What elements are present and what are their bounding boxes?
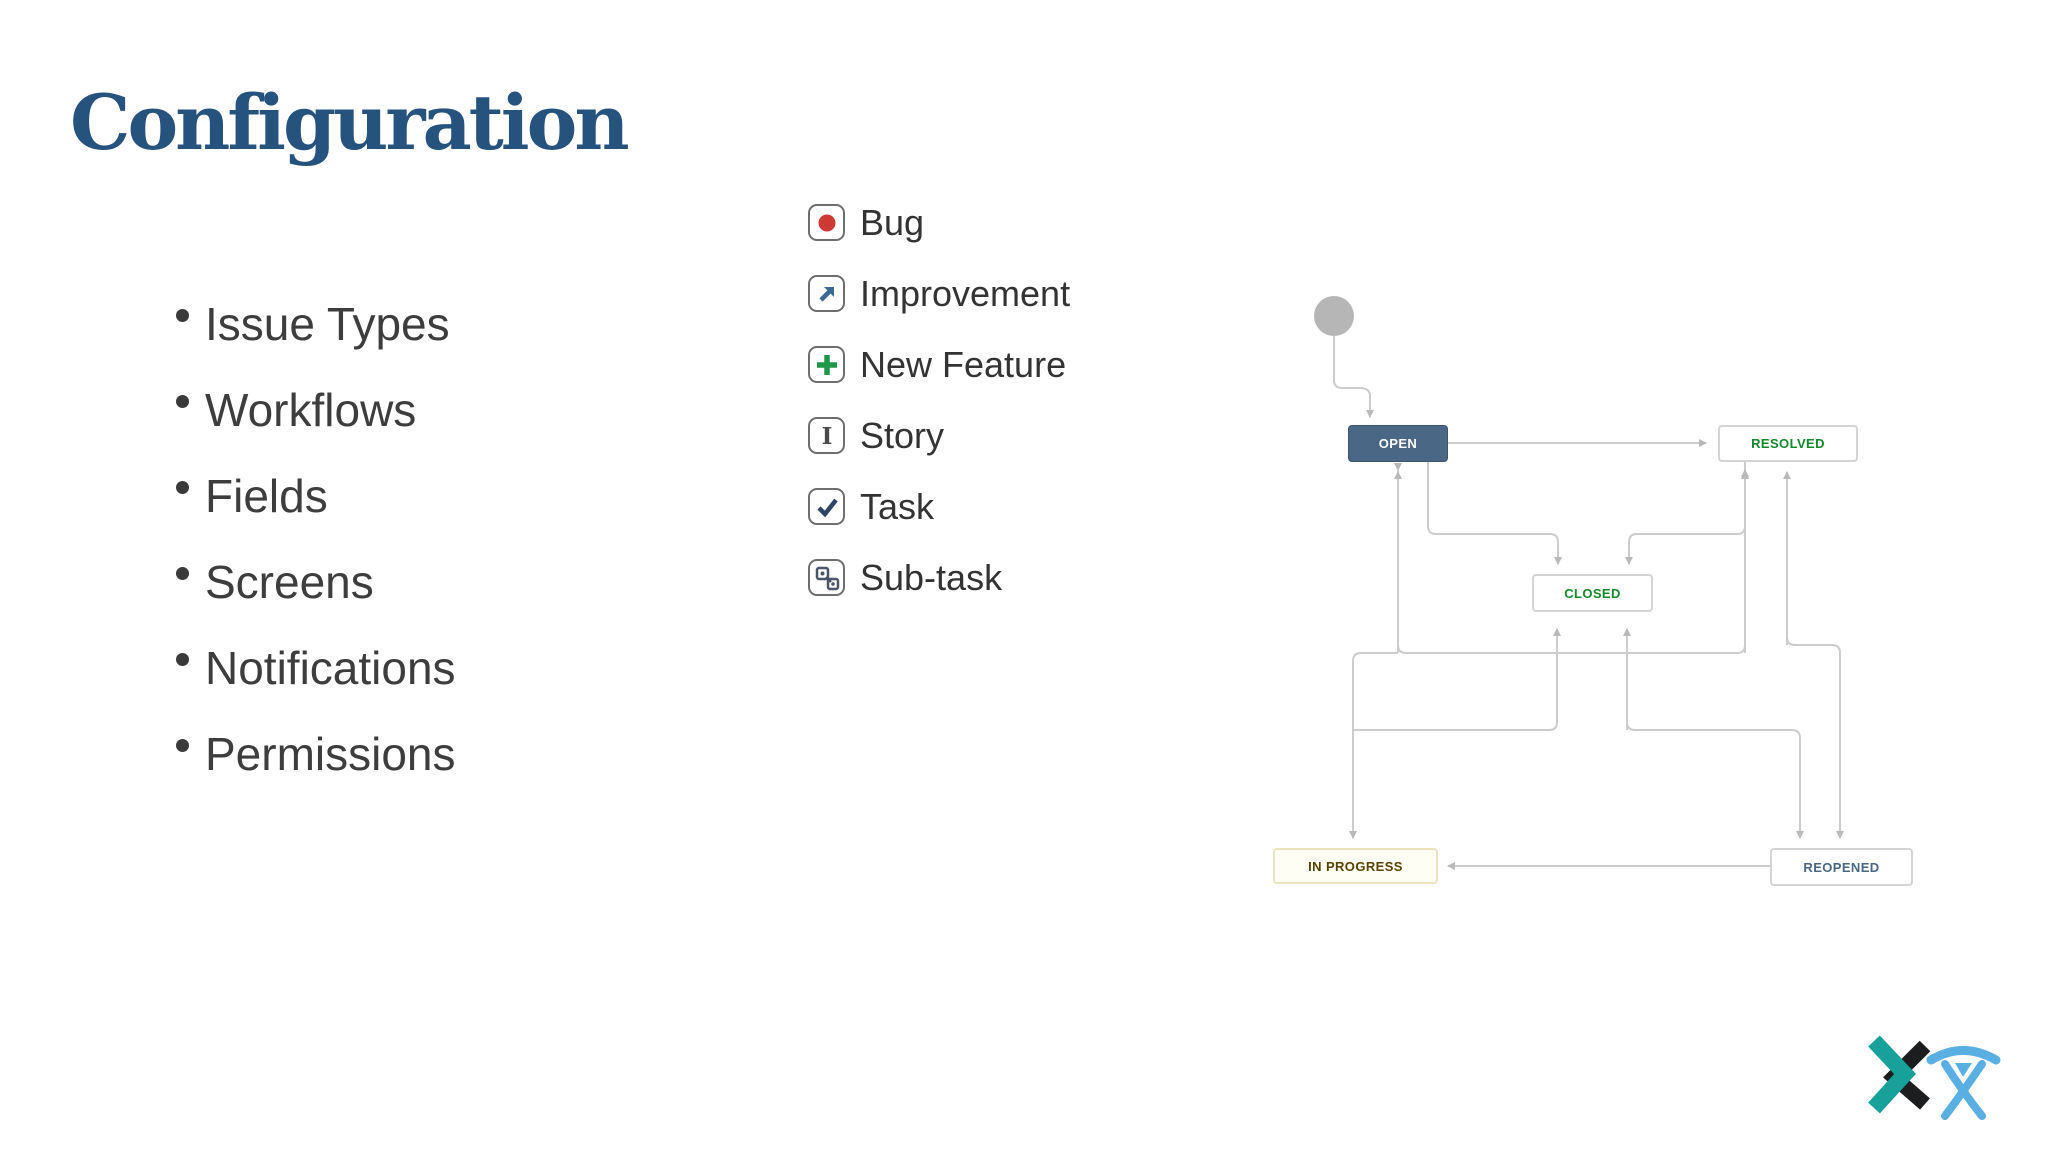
- bullet-label: Fields: [205, 470, 328, 522]
- subtask-icon: [808, 559, 845, 596]
- bullet-icon: [176, 308, 189, 322]
- list-item: Issue Types: [176, 281, 456, 367]
- list-item: New Feature: [808, 329, 1070, 400]
- workflow-state-in-progress: IN PROGRESS: [1273, 848, 1438, 884]
- page-title: Configuration: [70, 78, 630, 167]
- bullet-icon: [176, 738, 189, 752]
- workflow-state-resolved: RESOLVED: [1718, 425, 1858, 462]
- new-feature-icon: [808, 346, 845, 383]
- list-item: Screens: [176, 539, 456, 625]
- list-item: Improvement: [808, 258, 1070, 329]
- atlassian-logo: [1926, 1046, 2001, 1120]
- issue-type-label: New Feature: [860, 343, 1067, 385]
- issue-type-list: Bug Improvement New Feature I Story Task: [808, 187, 1070, 613]
- svg-text:I: I: [821, 423, 832, 450]
- create-start-circle: [1314, 296, 1354, 336]
- bullet-label: Notifications: [205, 642, 456, 694]
- bullet-label: Permissions: [205, 728, 456, 780]
- issue-type-label: Task: [860, 485, 935, 527]
- story-icon: I: [808, 417, 845, 454]
- bullet-icon: [176, 394, 189, 408]
- list-item: Task: [808, 471, 1070, 542]
- task-icon: [808, 488, 845, 525]
- issue-type-label: Improvement: [860, 272, 1071, 314]
- workflow-state-open: OPEN: [1348, 425, 1448, 462]
- list-item: Permissions: [176, 711, 456, 797]
- list-item: Notifications: [176, 625, 456, 711]
- list-item: Bug: [808, 187, 1070, 258]
- bullet-label: Issue Types: [205, 298, 450, 350]
- bug-icon: [808, 204, 845, 241]
- bullet-label: Screens: [205, 556, 374, 608]
- improvement-icon: [808, 275, 845, 312]
- list-item: Workflows: [176, 367, 456, 453]
- bullet-label: Workflows: [205, 384, 417, 436]
- list-item: Sub-task: [808, 542, 1070, 613]
- bullet-icon: [176, 652, 189, 666]
- list-item: I Story: [808, 400, 1070, 471]
- config-bullet-list: Issue Types Workflows Fields Screens Not…: [176, 281, 456, 797]
- list-item: Fields: [176, 453, 456, 539]
- issue-type-label: Story: [860, 414, 945, 456]
- bullet-icon: [176, 480, 189, 494]
- workflow-connectors: [1333, 336, 1844, 870]
- x-logo: [1868, 1035, 1931, 1114]
- workflow-state-closed: CLOSED: [1532, 574, 1653, 612]
- issue-type-label: Bug: [860, 201, 925, 243]
- workflow-state-reopened: REOPENED: [1770, 848, 1913, 886]
- issue-type-label: Sub-task: [860, 556, 1003, 598]
- bullet-icon: [176, 566, 189, 580]
